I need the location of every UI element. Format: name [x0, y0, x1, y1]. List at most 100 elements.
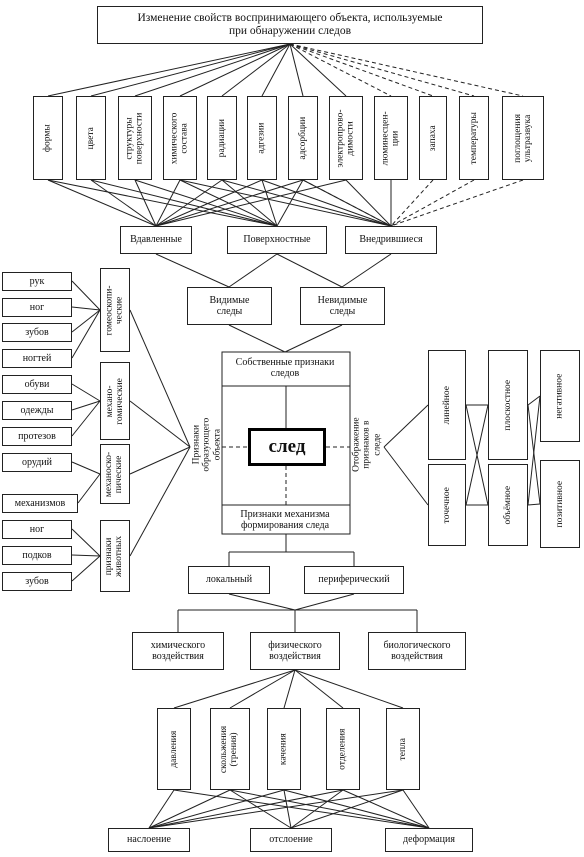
connector-line: [71, 306, 101, 311]
connector-line: [71, 461, 101, 475]
property-to-depth-dashed: [390, 179, 434, 227]
connector-line: [228, 593, 296, 611]
connector-line: [383, 404, 429, 448]
header-to-property-line: [289, 43, 434, 97]
property-label: поглощения ультразвука: [512, 113, 533, 163]
center-left-text: Признаки образующего объекта: [191, 418, 223, 472]
right-type-box: позитивное: [540, 460, 580, 548]
property-label: радиации: [216, 118, 227, 158]
connector-line: [71, 383, 101, 402]
connector-line: [148, 789, 175, 829]
connector-line: [290, 789, 404, 829]
impact-box: биологического воздействия: [368, 632, 466, 670]
property-box: люминесцен- ции: [374, 96, 408, 180]
left-item-box: подков: [2, 546, 72, 565]
property-to-depth-dashed: [302, 179, 392, 227]
property-box: радиации: [207, 96, 237, 180]
physical-label: качения: [278, 733, 289, 765]
result-label: отслоение: [269, 834, 313, 846]
right-type-label: позитивное: [554, 480, 565, 528]
property-to-depth-line: [155, 179, 223, 227]
physical-box: качения: [267, 708, 301, 790]
connector-line: [276, 253, 343, 288]
connector-line: [229, 789, 292, 829]
localization-label: локальный: [205, 574, 253, 586]
left-item-label: механизмов: [14, 497, 66, 509]
result-label: наслоение: [127, 834, 171, 846]
right-type-label: плоскостное: [502, 379, 513, 431]
left-item-label: ногтей: [22, 352, 52, 364]
property-to-depth-line: [90, 179, 278, 227]
connector-line: [229, 669, 296, 709]
property-to-depth-dashed: [390, 179, 475, 227]
property-label: химического состава: [169, 112, 191, 164]
property-to-depth-line: [179, 179, 278, 227]
header-to-property-line: [289, 43, 392, 97]
left-item-box: одежды: [2, 401, 72, 420]
header-to-property-line: [47, 43, 291, 97]
physical-box: отделения: [326, 708, 360, 790]
connector-line: [71, 554, 101, 557]
physical-box: давления: [157, 708, 191, 790]
connector-line: [148, 789, 344, 829]
connector-line: [527, 503, 541, 506]
impact-label: физического воздействия: [268, 639, 322, 663]
left-item-label: зубов: [25, 575, 49, 587]
property-label: люминесцен- ции: [380, 110, 401, 166]
connector-line: [173, 789, 430, 829]
property-to-depth-line: [345, 179, 392, 227]
center-top-caption: Собственные признаки следов: [224, 352, 346, 384]
center-bottom-text: Признаки механизма формирования следа: [240, 508, 330, 532]
connector-line: [77, 473, 101, 504]
physical-box: скольжения (трения): [210, 708, 250, 790]
connector-line: [465, 404, 489, 506]
right-type-label: линейное: [441, 385, 452, 425]
header-to-property-line: [261, 43, 291, 97]
depth-type-box: Внедрившиеся: [345, 226, 437, 254]
property-label: адгезии: [256, 122, 267, 154]
connector-line: [71, 400, 101, 437]
header-to-property-line: [221, 43, 291, 97]
right-type-label: объёмное: [502, 485, 513, 525]
visibility-label: Невидимые следы: [317, 294, 368, 318]
center-left-caption: Признаки образующего объекта: [190, 386, 224, 504]
connector-line: [148, 789, 404, 829]
connector-line: [129, 309, 191, 448]
connector-line: [294, 593, 355, 611]
header-title: Изменение свойств воспринимающего объект…: [137, 11, 443, 37]
connector-line: [129, 400, 191, 448]
property-box: запаха: [419, 96, 447, 180]
connector-line: [71, 280, 101, 311]
connector-line: [294, 669, 344, 709]
result-box: отслоение: [250, 828, 332, 852]
property-to-depth-line: [47, 179, 278, 227]
left-group-box: признаки животных: [100, 520, 130, 592]
center-right-caption: Отображение признаков в следе: [350, 386, 384, 504]
header-to-property-line: [90, 43, 291, 97]
connector-line: [71, 309, 101, 359]
left-group-box: механо- гомические: [100, 362, 130, 440]
center-trace-label: след: [268, 436, 306, 458]
property-to-depth-line: [179, 179, 392, 227]
center-trace-box: след: [248, 428, 326, 466]
visibility-box: Невидимые следы: [300, 287, 385, 325]
connector-line: [228, 253, 278, 288]
left-item-box: ног: [2, 298, 72, 317]
header-title-box: Изменение свойств воспринимающего объект…: [97, 6, 483, 44]
property-label: температуры: [468, 111, 479, 165]
connector-line: [284, 324, 343, 353]
center-right-text: Отображение признаков в следе: [351, 417, 383, 473]
right-type-label: точечное: [441, 486, 452, 524]
depth-type-box: Вдавленные: [120, 226, 192, 254]
left-item-label: протезов: [18, 430, 56, 442]
right-type-box: негативное: [540, 350, 580, 442]
left-item-box: ногтей: [2, 349, 72, 368]
connector-line: [229, 789, 430, 829]
connector-line: [71, 555, 101, 582]
property-to-depth-dashed: [390, 179, 524, 227]
property-box: поглощения ультразвука: [502, 96, 544, 180]
left-group-label: механоско- пические: [104, 451, 125, 497]
connector-line: [155, 253, 230, 288]
